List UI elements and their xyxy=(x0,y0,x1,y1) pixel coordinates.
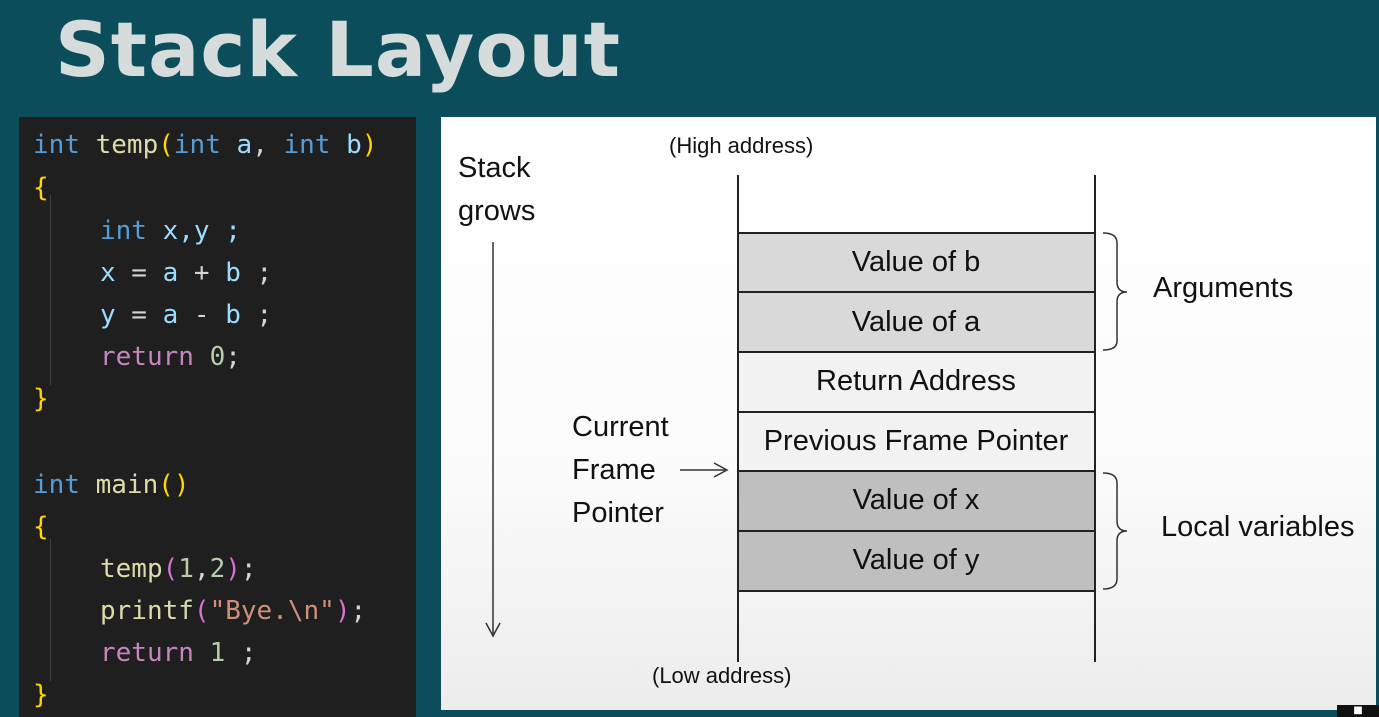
cell-label-value-of-b: Value of b xyxy=(851,246,981,278)
code-token: ) xyxy=(361,130,378,160)
code-token: int xyxy=(267,130,331,160)
arrow-down-icon xyxy=(485,622,501,638)
code-token: a xyxy=(220,130,253,160)
code-token: = xyxy=(115,300,163,330)
code-token: ; xyxy=(225,638,257,668)
code-panel: int temp(int a, int b) { int x,y ; x = a… xyxy=(19,117,416,717)
code-line: x = a + b ; xyxy=(100,255,272,291)
code-token: b xyxy=(225,258,241,288)
cell-return-address xyxy=(737,351,1096,413)
code-token: a xyxy=(162,258,179,288)
cell-label-value-of-x: Value of x xyxy=(852,484,980,516)
code-token: int xyxy=(33,470,80,500)
cell-previous-frame-pointer xyxy=(737,411,1096,472)
code-line: } xyxy=(33,680,49,710)
code-line: y = a - b ; xyxy=(100,297,272,333)
code-token: ( xyxy=(193,596,210,626)
stack-grows-line-1: Stack xyxy=(458,152,531,184)
code-token: temp xyxy=(100,554,163,584)
slide-title: Stack Layout xyxy=(55,5,621,94)
arrow-right-icon xyxy=(713,462,729,478)
code-token: ; xyxy=(350,596,367,626)
current-frame-pointer-line-1: Current xyxy=(572,411,669,443)
code-token: ; xyxy=(240,258,273,288)
code-line: int temp(int a, int b) xyxy=(33,127,377,163)
code-line: printf("Bye.\n"); xyxy=(100,593,366,629)
code-token: y xyxy=(100,300,116,330)
channel-logo: ■ xyxy=(1337,705,1379,717)
cell-value-of-b xyxy=(737,232,1096,293)
code-token: 0 xyxy=(193,342,226,372)
locals-brace xyxy=(1102,472,1128,590)
code-line: int x,y ; xyxy=(100,213,241,249)
code-token: printf xyxy=(100,596,194,626)
cell-label-return-address: Return Address xyxy=(816,365,1016,397)
code-token: 2 xyxy=(209,554,226,584)
code-token: int xyxy=(33,130,80,160)
code-token: ) xyxy=(225,554,241,584)
current-frame-pointer-label: Current Frame Pointer xyxy=(572,406,669,535)
code-token: temp xyxy=(79,130,159,160)
cell-label-value-of-y: Value of y xyxy=(852,544,980,576)
code-line: { xyxy=(33,173,49,203)
stack-diagram: Stack grows (High address) (Low address)… xyxy=(441,117,1376,710)
code-token: int xyxy=(173,130,221,160)
code-line: { xyxy=(33,512,49,542)
code-token: = xyxy=(115,258,163,288)
cell-label-previous-frame-pointer: Previous Frame Pointer xyxy=(763,425,1069,457)
code-token: ; xyxy=(240,554,257,584)
code-token: b xyxy=(225,300,241,330)
code-line: } xyxy=(33,384,49,414)
arguments-label: Arguments xyxy=(1153,272,1294,304)
code-token: a xyxy=(162,300,179,330)
code-token: main xyxy=(79,470,159,500)
code-token: - xyxy=(178,300,226,330)
code-token: , xyxy=(252,130,268,160)
stack-grows-label: Stack grows xyxy=(458,147,535,233)
low-address-label: (Low address) xyxy=(652,663,792,688)
arguments-brace xyxy=(1102,232,1128,351)
code-token: b xyxy=(330,130,362,160)
code-token: int xyxy=(100,216,147,246)
code-token: ; xyxy=(225,342,241,372)
high-address-label: (High address) xyxy=(669,133,814,158)
code-line: return 1 ; xyxy=(100,635,257,671)
code-token: x,y ; xyxy=(146,216,241,246)
cell-value-of-y xyxy=(737,530,1096,592)
indent-guide xyxy=(50,539,51,681)
code-token: 1 xyxy=(193,638,226,668)
stack-grows-line-2: grows xyxy=(458,195,536,227)
local-variables-label: Local variables xyxy=(1161,511,1355,543)
stack-diagram-graphics xyxy=(485,175,1128,662)
cell-value-of-a xyxy=(737,291,1096,353)
current-frame-pointer-line-3: Pointer xyxy=(572,497,664,529)
code-line: return 0; xyxy=(100,339,241,375)
code-token: ( xyxy=(158,130,174,160)
code-token: 1 xyxy=(178,554,194,584)
cell-value-of-x xyxy=(737,470,1096,532)
code-token: "Bye.\n" xyxy=(209,596,335,626)
cell-label-value-of-a: Value of a xyxy=(851,306,981,338)
code-token: + xyxy=(178,258,226,288)
code-token: , xyxy=(193,554,210,584)
code-token: ( xyxy=(162,554,179,584)
code-line: temp(1,2); xyxy=(100,551,257,587)
indent-guide xyxy=(50,195,51,385)
code-token: () xyxy=(158,470,190,500)
code-token: return xyxy=(100,638,194,668)
code-token: ; xyxy=(240,300,273,330)
code-token: return xyxy=(100,342,194,372)
current-frame-pointer-line-2: Frame xyxy=(572,454,656,486)
code-token: ) xyxy=(334,596,351,626)
code-token: x xyxy=(100,258,116,288)
code-line: int main() xyxy=(33,467,190,503)
